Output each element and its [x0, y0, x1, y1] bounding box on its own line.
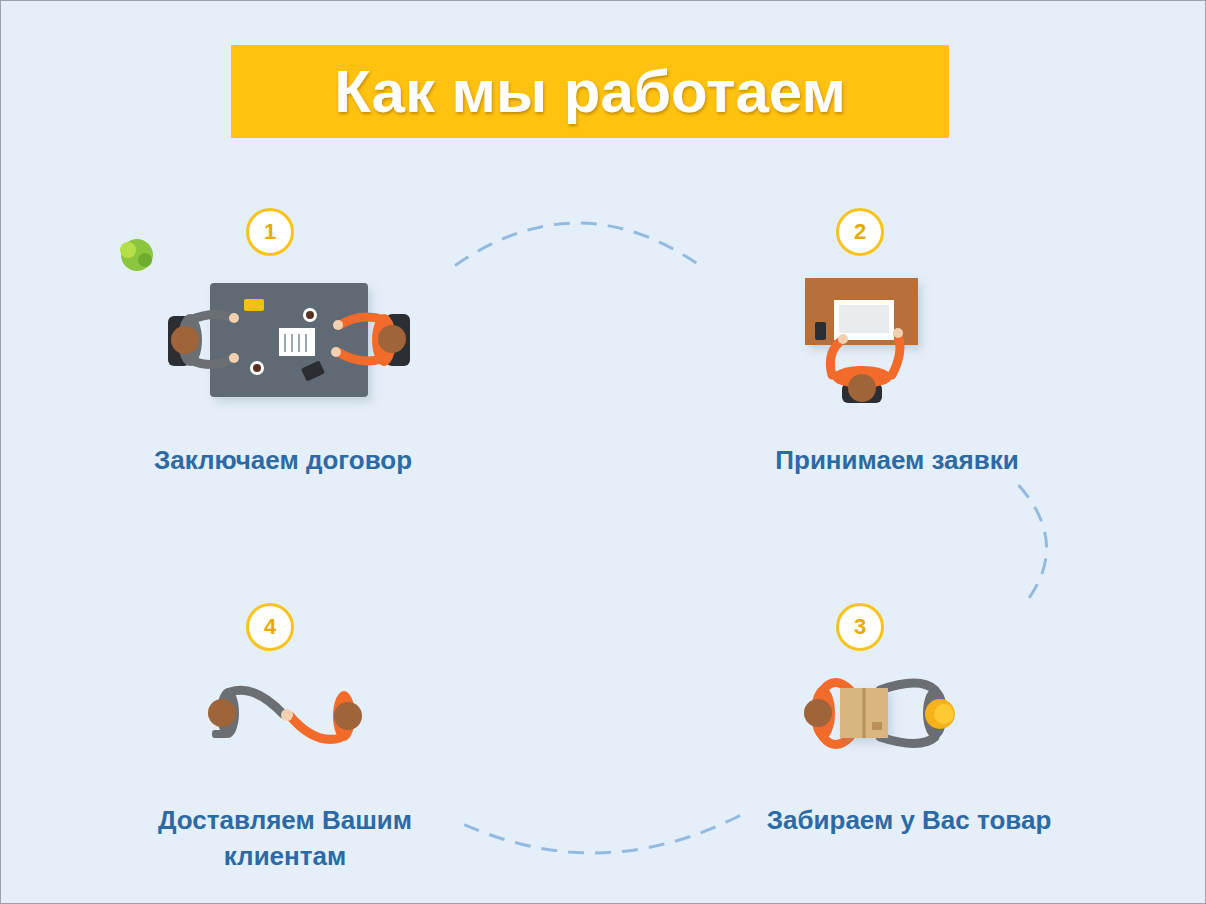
step-caption: Забираем у Вас товар — [739, 802, 1079, 838]
person-client — [229, 353, 239, 363]
courier-pickup — [823, 737, 850, 745]
title-text: Как мы работаем — [334, 57, 846, 126]
courier-pickup — [880, 737, 935, 744]
courier-pickup — [863, 688, 866, 738]
desk — [805, 278, 918, 345]
courier-pickup — [934, 704, 954, 724]
step-number: 4 — [246, 603, 294, 651]
handshake — [281, 709, 293, 721]
meeting-table — [306, 311, 314, 319]
plant — [121, 239, 153, 271]
person-operator — [892, 335, 900, 375]
handshake — [208, 688, 362, 741]
desk — [839, 305, 889, 333]
step-node: 3Забираем у Вас товар — [740, 598, 1080, 848]
step-node: 4Доставляем Вашим клиентам — [125, 598, 455, 883]
person-operator — [848, 374, 876, 402]
courier-pickup — [804, 699, 832, 727]
step-node: 2Принимаем заявки — [700, 200, 1050, 485]
courier-pickup — [840, 688, 888, 738]
courier-pickup — [880, 683, 935, 690]
person-manager — [378, 325, 406, 353]
meeting-table — [250, 361, 264, 375]
handshake — [212, 730, 228, 738]
meeting-table — [244, 299, 264, 311]
meeting-table — [279, 328, 315, 356]
meeting-table — [305, 334, 307, 352]
step-caption: Принимаем заявки — [727, 442, 1067, 478]
desk — [815, 322, 826, 340]
person-client — [168, 313, 239, 366]
dashed-connector — [1019, 485, 1047, 598]
meeting-table — [298, 334, 300, 352]
person-manager — [331, 314, 410, 366]
meeting-table — [210, 283, 368, 397]
person-client — [229, 313, 239, 323]
plant — [120, 239, 153, 271]
step-node: 1Заключаем договор — [110, 200, 455, 485]
person-operator — [838, 334, 848, 344]
handshake — [334, 702, 362, 730]
dashed-connector — [455, 223, 700, 266]
step-caption: Доставляем Вашим клиентам — [135, 802, 435, 874]
person-manager — [331, 347, 341, 357]
step-number: 2 — [836, 208, 884, 256]
step-number: 3 — [836, 603, 884, 651]
person-manager — [333, 320, 343, 330]
meeting-table — [253, 364, 261, 372]
meeting-table — [291, 334, 293, 352]
handshake — [290, 716, 340, 739]
person-operator — [830, 328, 903, 403]
meeting-table — [301, 360, 325, 381]
courier-pickup — [925, 699, 955, 729]
meeting-table — [303, 308, 317, 322]
courier-pickup — [872, 722, 882, 730]
plant — [120, 242, 136, 258]
plant — [138, 253, 152, 267]
person-operator — [893, 328, 903, 338]
person-client — [171, 326, 199, 354]
courier-pickup — [804, 683, 955, 745]
title-bar: Как мы работаем — [231, 45, 949, 138]
handshake — [208, 699, 236, 727]
handshake — [230, 690, 283, 714]
meeting-table — [284, 334, 286, 352]
meeting-table — [210, 283, 368, 397]
dashed-connector — [455, 816, 740, 853]
desk — [805, 278, 918, 345]
step-caption: Заключаем договор — [113, 442, 453, 478]
step-number: 1 — [246, 208, 294, 256]
